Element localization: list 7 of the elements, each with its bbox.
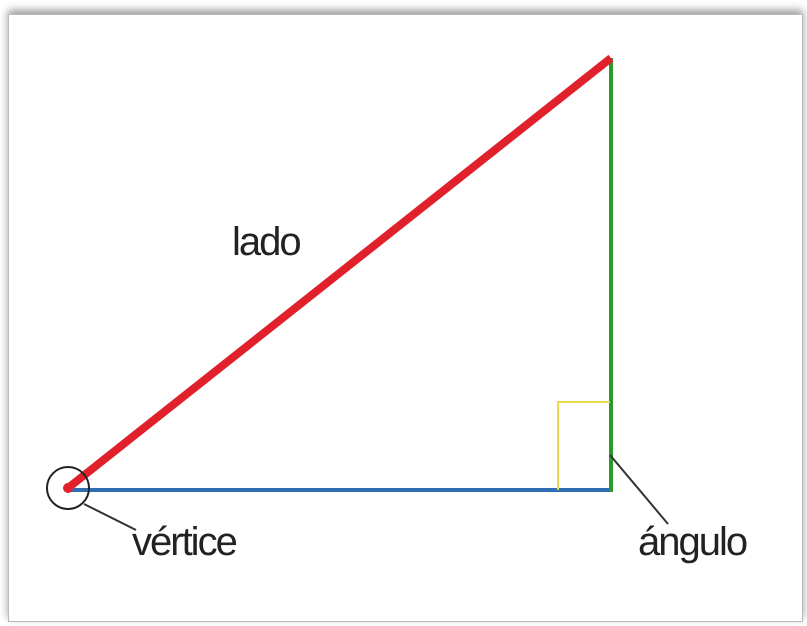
- right-angle-mark: [557, 401, 610, 490]
- side-label: lado: [232, 222, 300, 262]
- part-label: ángulo: [638, 522, 746, 562]
- vertex-circle: [46, 466, 90, 510]
- part-label: vértice: [132, 522, 236, 562]
- leader-line: [84, 503, 136, 531]
- leader-line: [609, 454, 669, 525]
